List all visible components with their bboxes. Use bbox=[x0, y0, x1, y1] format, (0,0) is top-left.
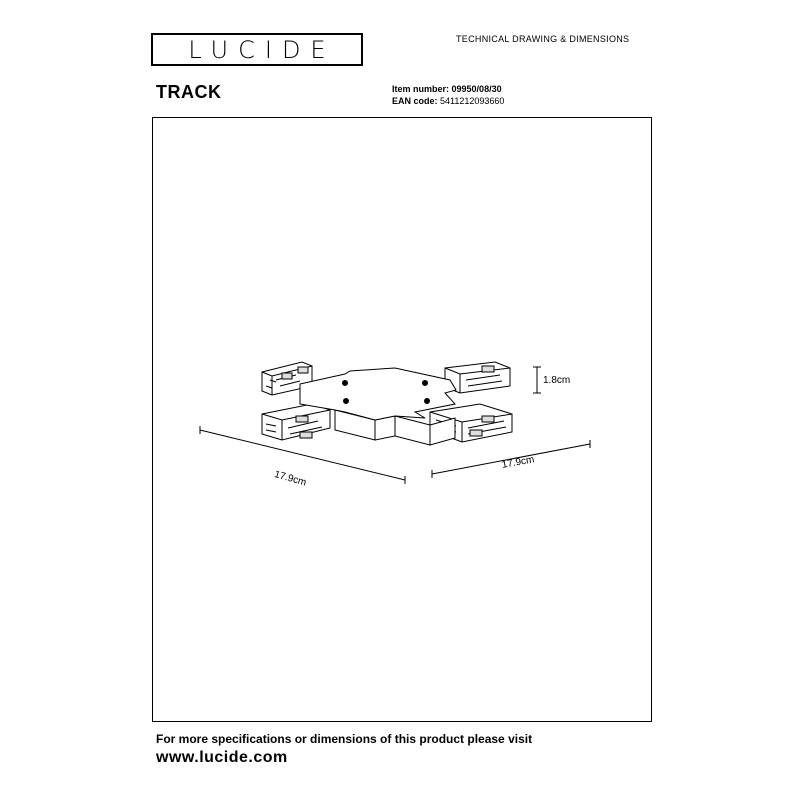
ean-label: EAN code: bbox=[392, 96, 438, 106]
ean-row: EAN code: 5411212093660 bbox=[392, 95, 504, 107]
item-number-value: 09950/08/30 bbox=[451, 84, 502, 94]
cross-top bbox=[299, 367, 457, 421]
product-name: TRACK bbox=[156, 82, 222, 102]
brand-logo-text: LUCIDE bbox=[188, 35, 336, 64]
dimension-height bbox=[533, 366, 541, 394]
product-meta: Item number: 09950/08/30 EAN code: 54112… bbox=[392, 83, 504, 107]
screw-hole bbox=[343, 398, 349, 404]
brand-logo: LUCIDE bbox=[151, 33, 363, 66]
connector-bottom-left bbox=[261, 403, 331, 441]
screw-hole bbox=[342, 380, 348, 386]
item-number-label: Item number: bbox=[392, 84, 450, 94]
drawing-frame bbox=[152, 117, 652, 722]
dimension-length-right bbox=[431, 440, 591, 478]
screw-hole bbox=[424, 398, 430, 404]
item-number-row: Item number: 09950/08/30 bbox=[392, 83, 504, 95]
dimension-length-left bbox=[199, 426, 406, 484]
cross-face-right bbox=[394, 415, 431, 446]
connector-top-right bbox=[444, 361, 511, 394]
cross-face-end bbox=[429, 417, 456, 446]
height-dimension-label: 1.8cm bbox=[543, 375, 571, 386]
document-type: TECHNICAL DRAWING & DIMENSIONS bbox=[456, 34, 630, 44]
footer-note: For more specifications or dimensions of… bbox=[156, 732, 533, 746]
ean-value: 5411212093660 bbox=[440, 96, 505, 106]
footer-url[interactable]: www.lucide.com bbox=[156, 749, 288, 766]
screw-hole bbox=[422, 380, 428, 386]
